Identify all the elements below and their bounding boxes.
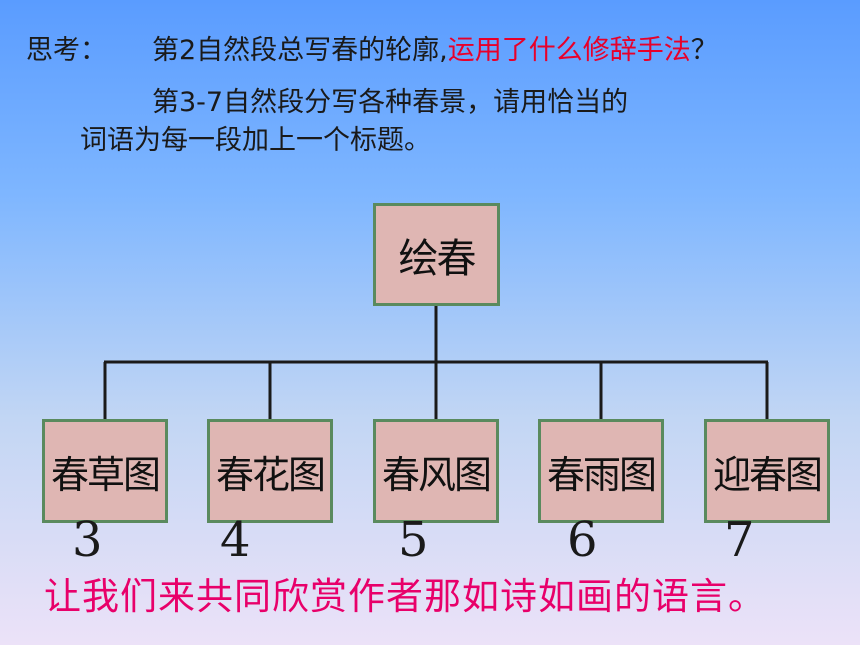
question-1-highlight: 运用了什么修辞手法: [447, 35, 691, 66]
question-1-end: ？: [690, 35, 718, 66]
question-1-text: 第2自然段总写春的轮廓,: [152, 35, 448, 66]
leaf-node-5: 迎春图: [704, 419, 830, 523]
root-node: 绘春: [373, 203, 500, 306]
paragraph-number-3: 5: [398, 512, 429, 568]
paragraph-number-4: 6: [567, 512, 598, 568]
leaf-node-4: 春雨图: [538, 419, 664, 523]
question-label: 思考：: [26, 35, 107, 66]
paragraph-number-5: 7: [724, 512, 755, 568]
leaf-node-2: 春花图: [207, 419, 333, 523]
question-2-line-1: 第3-7自然段分写各种春景，请用恰当的: [152, 87, 629, 118]
leaf-node-1: 春草图: [42, 419, 168, 523]
question-1: 第2自然段总写春的轮廓,运用了什么修辞手法？: [152, 28, 718, 67]
question-2-line-2: 词语为每一段加上一个标题。: [80, 125, 431, 156]
bottom-caption: 让我们来共同欣赏作者那如诗如画的语言。: [44, 575, 766, 618]
paragraph-number-2: 4: [220, 512, 251, 568]
leaf-node-3: 春风图: [373, 419, 499, 523]
paragraph-number-1: 3: [72, 512, 103, 568]
